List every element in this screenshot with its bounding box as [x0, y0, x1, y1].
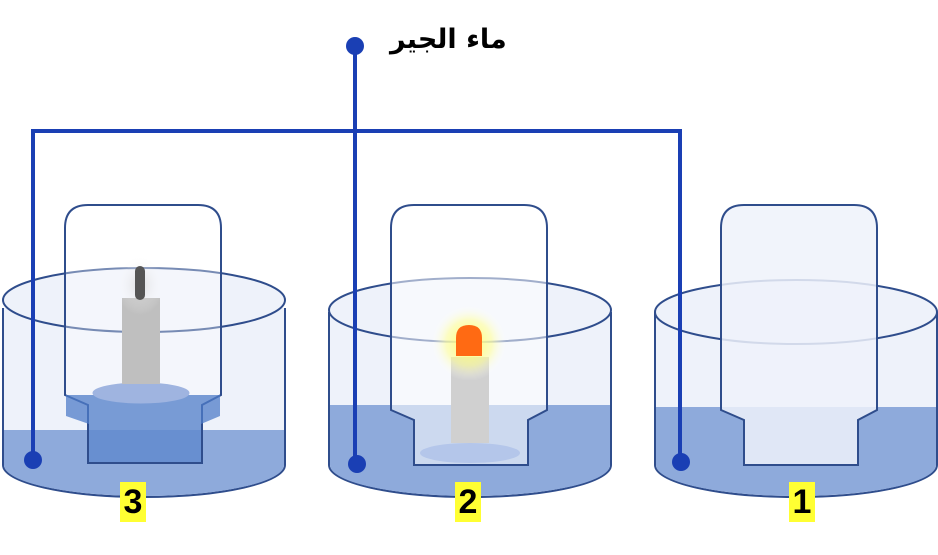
tube-end-dot-2: [348, 455, 366, 473]
container-3-candle-base: [92, 382, 190, 404]
limewater-label: ماء الجير: [390, 24, 507, 55]
container-2-candle-base: [420, 443, 520, 463]
container-1: [654, 204, 938, 498]
container-3: [2, 204, 286, 498]
tube-top-dot: [346, 37, 364, 55]
container-2: [328, 204, 612, 498]
container-3-jar-water: [66, 395, 220, 462]
label-2: 2: [455, 482, 481, 522]
tube-end-dot-1: [672, 453, 690, 471]
container-2-flame: [456, 325, 482, 356]
container-3-wick: [135, 266, 145, 300]
container-1-jar: [720, 204, 878, 466]
label-3: 3: [120, 482, 146, 522]
limewater-tubes: [31, 44, 682, 465]
tube-end-dot-3: [24, 451, 42, 469]
label-1: 1: [789, 482, 815, 522]
